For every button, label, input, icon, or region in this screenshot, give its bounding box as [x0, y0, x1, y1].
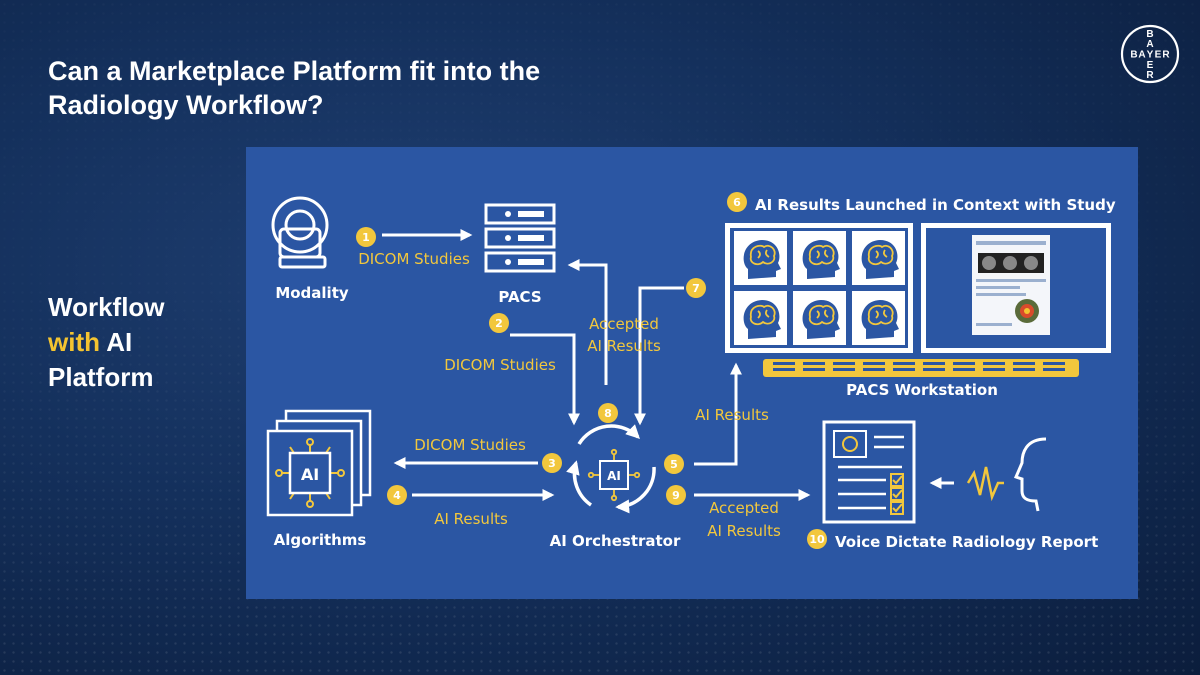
keyboard-key — [953, 368, 975, 371]
svg-text:E: E — [1147, 60, 1154, 71]
step-9-label-1: Accepted — [709, 499, 779, 517]
slide-title-line-1: Can a Marketplace Platform fit into the — [48, 56, 541, 86]
step-5-number: 5 — [670, 458, 678, 471]
svg-text:B: B — [1146, 29, 1153, 40]
keyboard-key — [1043, 362, 1065, 365]
keyboard-key — [803, 368, 825, 371]
step-3-badge — [542, 453, 562, 473]
step-7-badge — [686, 278, 706, 298]
step-4-label: AI Results — [434, 510, 508, 528]
pacs-server-icon — [484, 203, 556, 273]
svg-text:R: R — [1162, 50, 1170, 61]
keyboard-key — [983, 368, 1005, 371]
radiology-report-icon — [822, 420, 916, 524]
keyboard-key — [923, 368, 945, 371]
svg-text:Y: Y — [1147, 50, 1154, 61]
step-1-number: 1 — [362, 231, 370, 244]
keyboard-key — [983, 362, 1005, 365]
brain-thumbnail — [734, 231, 787, 285]
step-1-label: DICOM Studies — [358, 250, 470, 268]
keyboard-key — [863, 368, 885, 371]
step-5-badge — [664, 454, 684, 474]
step-6-label: AI Results Launched in Context with Stud… — [755, 196, 1116, 214]
step-2-label: DICOM Studies — [444, 356, 556, 374]
arrow-workstation-to-orchestrator — [634, 286, 684, 426]
step-3-number: 3 — [548, 457, 556, 470]
workstation-right-monitor — [921, 223, 1111, 353]
step-9-label-2: AI Results — [707, 522, 781, 540]
side-caption-ai: AI — [100, 327, 133, 357]
keyboard-key — [803, 362, 825, 365]
keyboard-key — [893, 362, 915, 365]
algorithms-stack-icon — [266, 409, 372, 517]
svg-text:A: A — [1146, 39, 1153, 50]
step-5-label: AI Results — [695, 406, 769, 424]
brain-thumbnail — [793, 291, 846, 345]
step-10-badge — [807, 529, 827, 549]
accepted-ai-results-label-2: AI Results — [587, 337, 661, 355]
slide-title-line-2: Radiology Workflow? — [48, 90, 324, 120]
workstation-keyboard — [763, 359, 1079, 377]
side-caption-line-3: Platform — [48, 362, 154, 392]
arrow-orchestrator-to-pacs — [567, 259, 608, 385]
step-4-number: 4 — [393, 489, 401, 502]
brain-thumbnail — [852, 291, 905, 345]
brain-thumbnail — [852, 231, 905, 285]
step-8-number: 8 — [604, 407, 612, 420]
ai-orchestrator-icon — [566, 424, 656, 514]
keyboard-key — [773, 368, 795, 371]
slide-title: Can a Marketplace Platform fit into the … — [48, 54, 540, 122]
keyboard-key — [923, 362, 945, 365]
keyboard-key — [1013, 368, 1035, 371]
step-7-number: 7 — [692, 282, 700, 295]
step-4-badge — [387, 485, 407, 505]
pacs-workstation-label: PACS Workstation — [846, 381, 998, 399]
step-8-badge — [598, 403, 618, 423]
step-6-number: 6 — [733, 196, 741, 209]
keyboard-key — [833, 368, 855, 371]
step-9-badge — [666, 485, 686, 505]
step-2-number: 2 — [495, 317, 503, 330]
voice-dictation-icon — [966, 437, 1047, 512]
keyboard-key — [1013, 362, 1035, 365]
svg-text:B: B — [1130, 50, 1137, 61]
keyboard-key — [1043, 368, 1065, 371]
step-2-badge — [489, 313, 509, 333]
side-caption-highlight: with — [48, 327, 100, 357]
svg-text:A: A — [1138, 50, 1145, 61]
keyboard-key — [953, 362, 975, 365]
workflow-diagram-panel: Modality PACS 1 DICOM Studies 2 DICOM St… — [246, 147, 1138, 599]
ai-orchestrator-label: AI Orchestrator — [550, 532, 681, 550]
arrow-orchestrator-to-workstation — [694, 362, 742, 466]
algorithms-ai-icon-text: AI — [301, 465, 319, 484]
step-10-number: 10 — [809, 533, 825, 546]
pacs-label: PACS — [498, 288, 541, 306]
step-3-label: DICOM Studies — [414, 436, 526, 454]
svg-text:R: R — [1146, 70, 1154, 81]
brain-thumbnail — [734, 291, 787, 345]
keyboard-key — [773, 362, 795, 365]
side-caption-line-1: Workflow — [48, 292, 165, 322]
step-1-badge — [356, 227, 376, 247]
side-caption: Workflow with AI Platform — [48, 290, 165, 395]
modality-label: Modality — [275, 284, 349, 302]
accepted-ai-results-label-1: Accepted — [589, 315, 659, 333]
algorithms-label: Algorithms — [274, 531, 367, 549]
step-10-label: Voice Dictate Radiology Report — [835, 533, 1098, 551]
step-9-number: 9 — [672, 489, 680, 502]
svg-text:E: E — [1155, 50, 1162, 61]
orchestrator-chip-icon — [587, 448, 641, 502]
keyboard-key — [863, 362, 885, 365]
step-6-badge — [727, 192, 747, 212]
modality-scanner-icon — [271, 196, 329, 269]
orchestrator-ai-icon-text: AI — [607, 469, 621, 483]
keyboard-key — [893, 368, 915, 371]
brain-thumbnail — [793, 231, 846, 285]
keyboard-key — [833, 362, 855, 365]
brain-scan-thumbnails — [734, 231, 905, 345]
arrow-pacs-to-orchestrator — [510, 333, 580, 426]
